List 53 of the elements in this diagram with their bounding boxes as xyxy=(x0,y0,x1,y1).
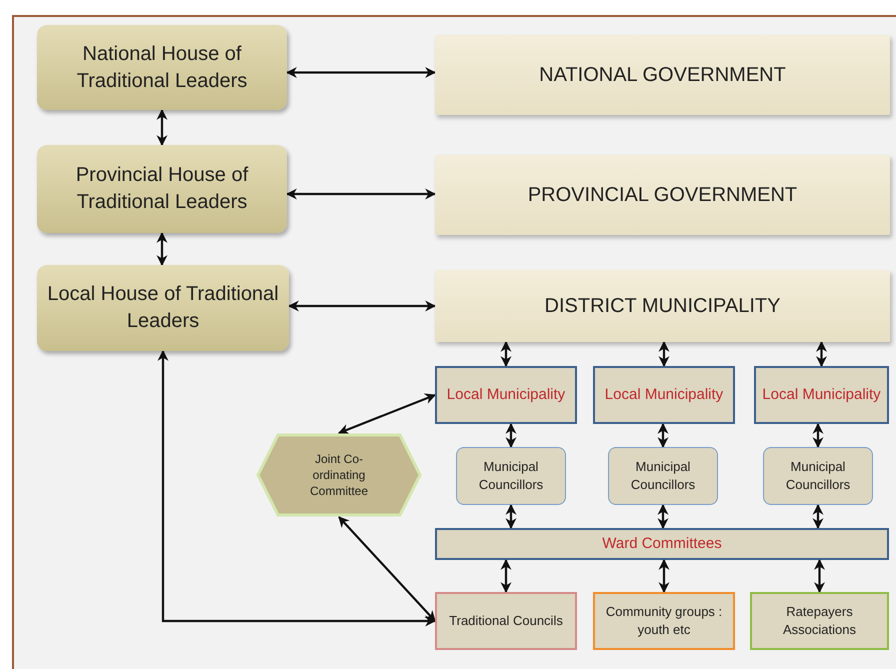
node-label: Ward Committees xyxy=(602,534,722,554)
arrow xyxy=(816,340,827,368)
arrow xyxy=(500,340,512,368)
house-box xyxy=(37,145,287,233)
government-box xyxy=(435,270,890,342)
councillors-box xyxy=(456,447,566,505)
arrow xyxy=(812,504,824,530)
house-box xyxy=(37,265,289,351)
council-box xyxy=(435,592,577,650)
arrow xyxy=(286,67,436,78)
councillors-box xyxy=(763,447,873,505)
node-label: Local Municipality xyxy=(446,384,566,405)
node-label: National House of Traditional Leaders xyxy=(76,42,248,94)
municipality-box xyxy=(435,366,577,424)
house-box xyxy=(37,25,287,110)
municipality-box xyxy=(593,366,735,424)
node-label: Municipal Councillors xyxy=(630,458,696,494)
node-label: Joint Co-ordinating Committee xyxy=(308,450,369,500)
node-label: Municipal Councillors xyxy=(784,458,852,494)
government-box xyxy=(435,155,890,235)
node-label: Traditional Councils xyxy=(449,612,563,630)
node-label: DISTRICT MUNICIPALITY xyxy=(544,294,780,318)
association-box xyxy=(750,592,889,650)
arrow xyxy=(286,188,436,200)
node-label: Municipal Councillors xyxy=(478,458,544,494)
arrow xyxy=(338,516,436,622)
arrow xyxy=(658,504,668,530)
arrow xyxy=(156,108,168,146)
node-label: Local House of Traditional Leaders xyxy=(46,282,280,334)
arrow xyxy=(506,504,516,530)
municipality-box xyxy=(754,366,889,424)
node-label: Community groups : youth etc xyxy=(604,603,724,639)
arrow xyxy=(658,558,670,594)
arrow xyxy=(288,300,436,312)
government-box xyxy=(435,35,890,115)
arrow xyxy=(158,350,436,626)
node-label: Provincial House of Traditional Leaders xyxy=(74,163,250,215)
arrow xyxy=(658,422,668,448)
arrow xyxy=(506,422,516,448)
node-label: Local Municipality xyxy=(762,384,881,405)
node-label: Local Municipality xyxy=(604,384,724,405)
node-label: PROVINCIAL GOVERNMENT xyxy=(528,182,798,208)
councillors-box xyxy=(608,447,718,505)
arrow xyxy=(338,394,436,434)
node-label: Ratepayers Associations xyxy=(782,603,857,639)
arrow xyxy=(658,340,670,368)
arrow xyxy=(814,558,825,594)
node-label: NATIONAL GOVERNMENT xyxy=(539,62,786,88)
arrow xyxy=(812,422,824,448)
arrow xyxy=(156,232,168,266)
arrow xyxy=(500,558,512,594)
ward-committees-bar xyxy=(435,528,889,560)
community-box xyxy=(593,592,735,650)
